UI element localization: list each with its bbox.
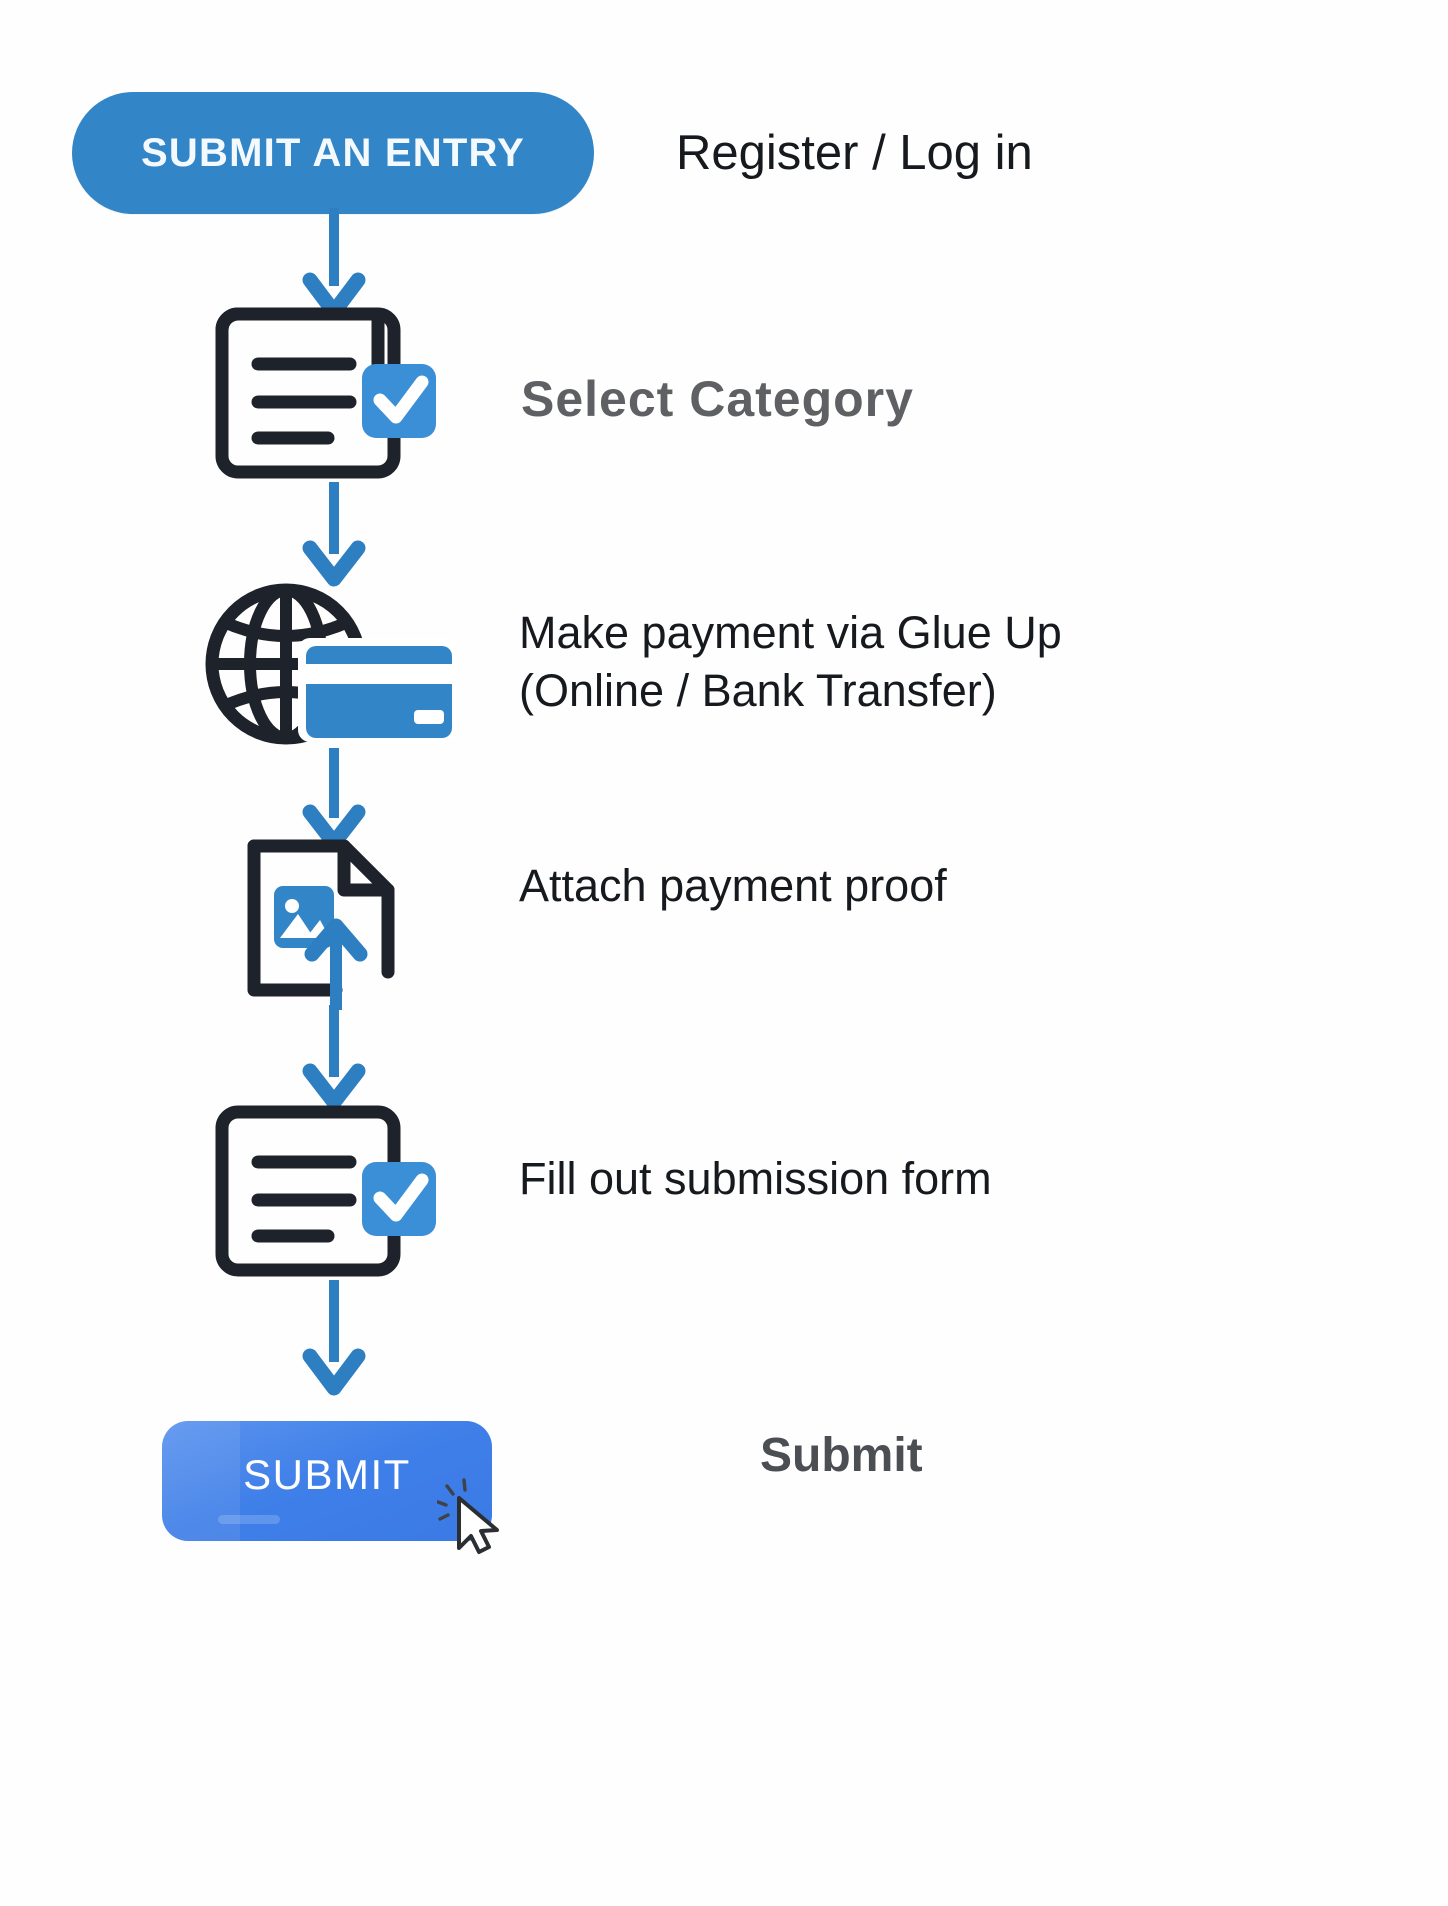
globe-credit-card-icon [198,578,460,761]
connector-arrow-5 [302,1280,366,1396]
step-label-select-category: Select Category [521,371,914,427]
step-label-attach-proof: Attach payment proof [519,860,947,911]
submit-button-underbar [218,1515,280,1524]
step-label-register: Register / Log in [676,126,1033,180]
submit-an-entry-label: SUBMIT AN ENTRY [141,130,525,175]
document-checkbox-icon-2 [210,1100,448,1287]
document-image-upload-icon [240,832,410,1015]
step-label-submit: Submit [760,1429,923,1482]
step-label-fill-form: Fill out submission form [519,1153,992,1204]
step-label-make-payment: Make payment via Glue Up (Online / Bank … [519,607,1062,716]
submit-button[interactable]: SUBMIT [162,1421,492,1541]
submit-button-label: SUBMIT [243,1451,411,1498]
submit-button-gloss [162,1421,240,1541]
connector-arrow-2 [302,482,366,587]
document-checkbox-icon [210,302,448,489]
submit-an-entry-button[interactable]: SUBMIT AN ENTRY [72,92,594,214]
mouse-click-cursor-icon [437,1478,499,1554]
connector-arrow-4 [302,1005,366,1110]
